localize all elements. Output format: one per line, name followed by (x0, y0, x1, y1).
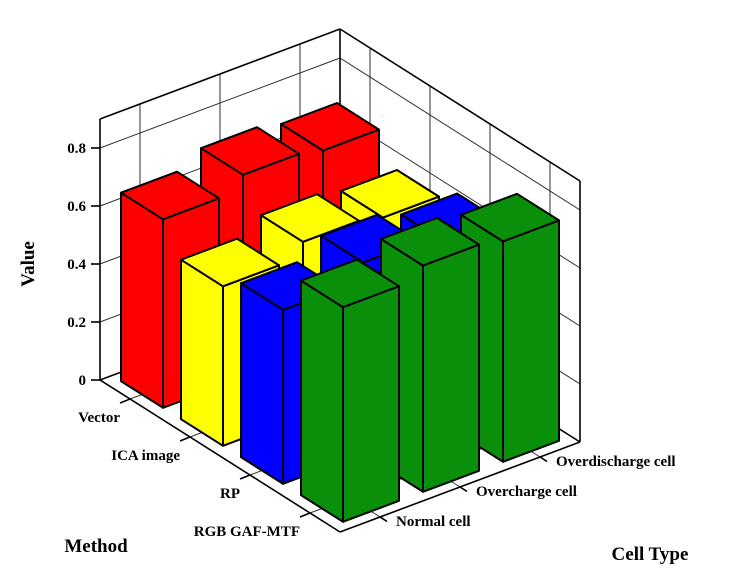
celltype-axis-title: Cell Type (612, 544, 689, 565)
bar (300, 258, 400, 523)
bars (120, 102, 560, 523)
method-tick-label: ICA image (111, 448, 180, 464)
celltype-tick-label: Overdischarge cell (556, 454, 676, 470)
method-axis-title: Method (64, 536, 128, 557)
value-tick-label: 0.2 (67, 315, 86, 331)
method-tick-label: RGB GAF-MTF (194, 524, 300, 540)
value-tick-label: 0 (79, 373, 87, 389)
celltype-tick-label: Overcharge cell (476, 484, 577, 500)
value-tick-label: 0.4 (67, 257, 86, 273)
method-tick-label: Vector (78, 410, 120, 426)
value-tick-label: 0.8 (67, 141, 86, 157)
value-axis-title: Value (18, 241, 39, 287)
method-tick-label: RP (220, 486, 240, 502)
value-tick-label: 0.6 (67, 199, 86, 215)
celltype-tick-label: Normal cell (396, 514, 471, 530)
